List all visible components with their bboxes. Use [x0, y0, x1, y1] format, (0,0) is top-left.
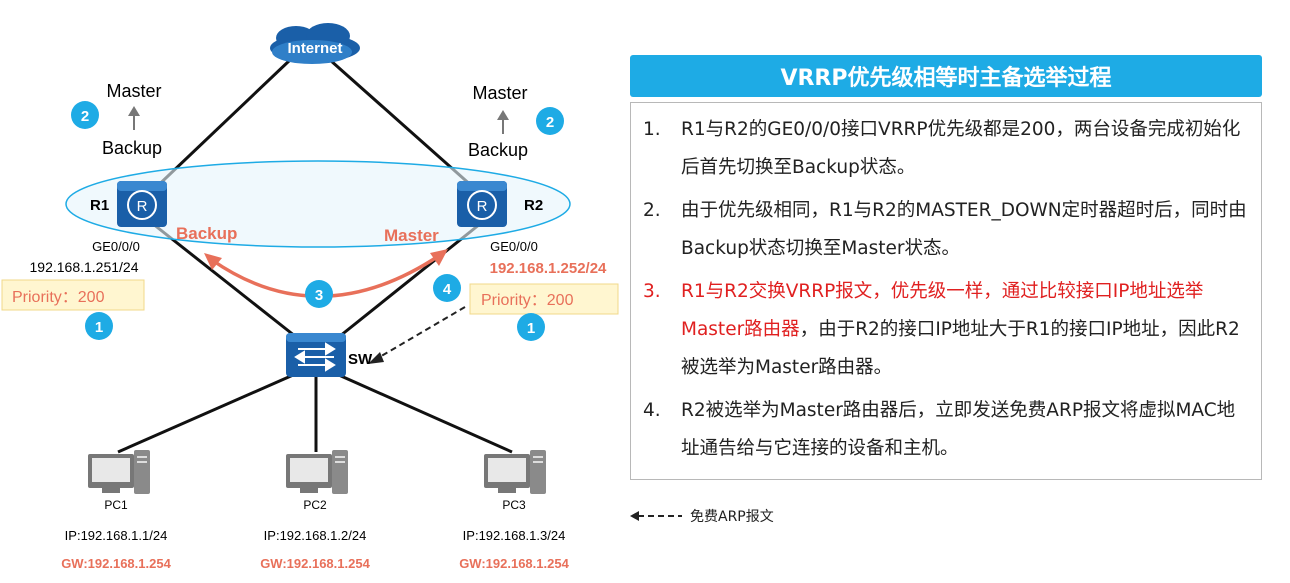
- step-number: 4.: [643, 400, 661, 421]
- pc2-ip: IP:192.168.1.2/24: [264, 528, 367, 543]
- pc2-gw: GW:192.168.1.254: [260, 556, 370, 571]
- step-3: 3. R1与R2交换VRRP报文，优先级一样，通过比较接口IP地址选举Maste…: [641, 273, 1251, 387]
- exchange-step-badge-3: 3: [305, 280, 333, 308]
- r1-state-label: Backup: [176, 224, 237, 243]
- links: [117, 58, 513, 454]
- router-r1[interactable]: R: [117, 181, 167, 227]
- link-sw-pc1: [117, 370, 301, 454]
- internet-cloud: Internet: [270, 23, 360, 64]
- r2-priority: Priority：200: [481, 292, 574, 309]
- svg-text:3: 3: [315, 287, 323, 304]
- pc3-ip: IP:192.168.1.3/24: [463, 528, 566, 543]
- internet-label: Internet: [287, 40, 342, 57]
- step-number: 3.: [643, 281, 661, 302]
- r2-name: R2: [524, 197, 543, 214]
- r1-role-backup: Backup: [102, 138, 162, 158]
- svg-text:2: 2: [81, 108, 89, 125]
- r2-role-master: Master: [472, 83, 527, 103]
- step-text: R1与R2交换VRRP报文，优先级一样，通过比较接口IP地址选举Master路由…: [681, 273, 1251, 387]
- step-2: 2. 由于优先级相同，R1与R2的MASTER_DOWN定时器超时后，同时由Ba…: [641, 192, 1251, 268]
- switch-label: SW: [348, 351, 373, 368]
- step-4: 4. R2被选举为Master路由器后，立即发送免费ARP报文将虚拟MAC地址通…: [641, 392, 1251, 468]
- pc1-ip: IP:192.168.1.1/24: [65, 528, 168, 543]
- r1-role-master: Master: [106, 81, 161, 101]
- svg-text:4: 4: [443, 281, 452, 298]
- r1-interface: GE0/0/0: [92, 239, 140, 254]
- pc2-name: PC2: [303, 498, 327, 512]
- link-sw-pc3: [331, 370, 513, 454]
- step-text: R2被选举为Master路由器后，立即发送免费ARP报文将虚拟MAC地址通告给与…: [681, 400, 1236, 459]
- gratuitous-arp-arrow: [368, 306, 466, 364]
- step-text-highlight: R1与R2交换VRRP报文，优先级一样，通过比较接口IP地址选举Master路由…: [681, 281, 1204, 340]
- r1-priority-box: [1, 279, 145, 311]
- router-r2[interactable]: R: [457, 181, 507, 227]
- svg-text:1: 1: [527, 320, 535, 337]
- step-1: 1. R1与R2的GE0/0/0接口VRRP优先级都是200，两台设备完成初始化…: [641, 111, 1251, 187]
- r1-step-badge-2: 2: [71, 101, 99, 129]
- pc2[interactable]: [286, 450, 348, 494]
- svg-text:1: 1: [95, 319, 103, 336]
- r2-priority-box: [469, 283, 619, 315]
- r1-ip: 192.168.1.251/24: [30, 259, 139, 275]
- r1-priority: Priority：200: [12, 289, 105, 306]
- pc3-gw: GW:192.168.1.254: [459, 556, 569, 571]
- legend: 免费ARP报文: [630, 506, 774, 526]
- arp-step-badge-4: 4: [433, 274, 461, 302]
- legend-label: 免费ARP报文: [690, 509, 774, 525]
- r2-state-label: Master: [384, 226, 439, 245]
- pc1[interactable]: [88, 450, 150, 494]
- r2-ip: 192.168.1.252/24: [490, 260, 607, 277]
- switch-sw[interactable]: [286, 333, 346, 377]
- dashed-arrow-icon: [630, 511, 682, 521]
- pc1-name: PC1: [104, 498, 128, 512]
- step-text: 由于优先级相同，R1与R2的MASTER_DOWN定时器超时后，同时由Backu…: [681, 200, 1247, 259]
- vrrp-group-ellipse: [65, 160, 571, 248]
- step-text-rest: ，由于R2的接口IP地址大于R1的接口IP地址，因此R2被选举为Master路由…: [681, 319, 1240, 378]
- step-text: R1与R2的GE0/0/0接口VRRP优先级都是200，两台设备完成初始化后首先…: [681, 119, 1241, 178]
- panel-title: VRRP优先级相等时主备选举过程: [630, 55, 1262, 97]
- r2-step-badge-1: 1: [517, 313, 545, 341]
- svg-text:R: R: [137, 198, 148, 215]
- r2-up-arrow-icon: [497, 110, 509, 134]
- pc3-name: PC3: [502, 498, 526, 512]
- step-number: 1.: [643, 119, 661, 140]
- svg-text:2: 2: [546, 114, 554, 131]
- vrrp-topology-diagram: Internet R R1 R R2 Master Backup 2 Maste…: [1, 23, 619, 571]
- steps-panel: 1. R1与R2的GE0/0/0接口VRRP优先级都是200，两台设备完成初始化…: [630, 102, 1262, 480]
- r2-role-backup: Backup: [468, 140, 528, 160]
- pc3[interactable]: [484, 450, 546, 494]
- svg-text:R: R: [477, 198, 488, 215]
- pc1-gw: GW:192.168.1.254: [61, 556, 171, 571]
- step-number: 2.: [643, 200, 661, 221]
- r1-name: R1: [90, 197, 109, 214]
- r2-step-badge-2: 2: [536, 107, 564, 135]
- r1-step-badge-1: 1: [85, 312, 113, 340]
- r2-interface: GE0/0/0: [490, 239, 538, 254]
- r1-up-arrow-icon: [128, 106, 140, 130]
